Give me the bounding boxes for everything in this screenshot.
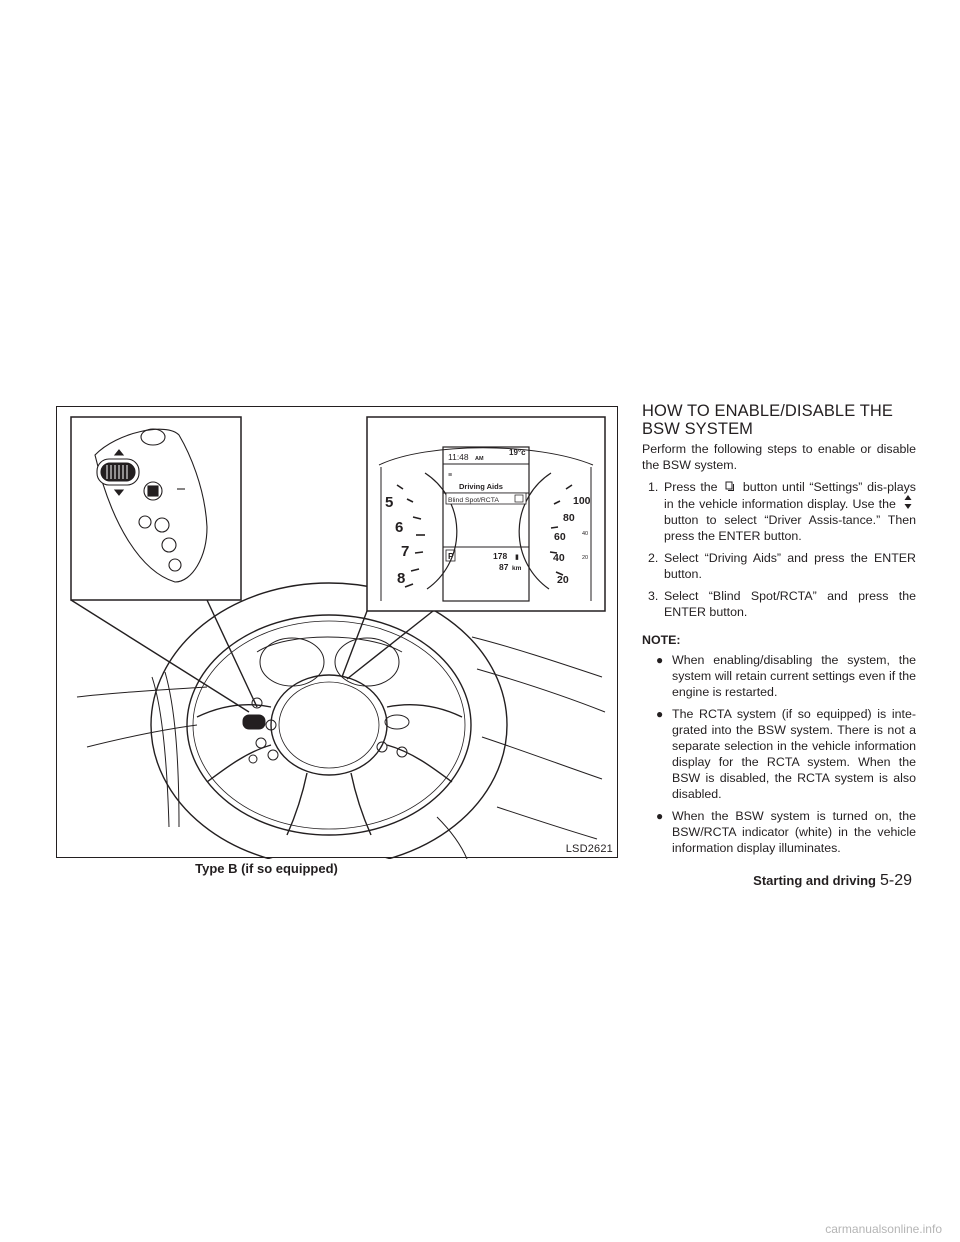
note-item: ● When enabling/disabling the system, th… [656,653,916,699]
bullet-icon: ● [656,707,664,721]
speed-label: 100 [573,495,591,507]
display-odo-top: 178 [493,551,507,561]
display-menu-icon: ≡ [448,472,452,479]
step-item: 2. Select “Driving Aids” and press the E… [648,551,916,581]
speed-label: 20 [557,574,569,586]
display-odo-unit: km [512,565,522,572]
display-time: 11:48 [448,452,469,462]
tach-label: 6 [395,519,403,536]
display-gear: P [448,551,454,561]
intro-paragraph: Perform the following steps to enable or… [642,442,916,472]
step-item: 1. Press the button until “Settings” dis… [648,480,916,543]
steps-list: 1. Press the button until “Settings” dis… [642,479,916,620]
note-item: ● When the BSW system is turned on, the … [656,809,916,855]
notes-list: ● When enabling/disabling the system, th… [642,652,916,856]
tach-label: 5 [385,494,393,511]
bullet-icon: ● [656,809,664,823]
section-title: HOW TO ENABLE/DISABLE THE BSW SYSTEM [642,402,893,438]
watermark: carmanualsonline.info [825,1222,942,1236]
bullet-icon: ● [656,653,664,667]
speed-label: 40 [553,552,565,564]
illustration-figure: 5 6 7 8 100 80 60 40 20 40 20 11:48 AM 1… [56,406,618,859]
note-label: NOTE: [642,633,681,647]
tach-label: 7 [401,543,409,560]
speed-minor-label: 20 [582,555,588,561]
display-menu-button-icon [725,481,735,491]
figure-caption: Type B (if so equipped) [195,861,338,876]
tach-label: 8 [397,570,405,587]
text-column: HOW TO ENABLE/DISABLE THE BSW SYSTEM Per… [642,402,916,862]
figure-code: LSD2621 [565,843,613,855]
fuel-pump-icon: ▮ [515,554,519,561]
step-item: 3. Select “Blind Spot/RCTA” and press th… [648,589,916,619]
display-menu-title: Driving Aids [459,482,503,491]
gear-indicator-box [445,549,456,562]
speed-label: 80 [563,512,575,524]
display-temp: 19°c [509,448,526,457]
up-down-arrow-icon [904,495,912,509]
page-number: 5-29 [879,872,912,889]
display-menu-item: Blind Spot/RCTA [448,497,499,504]
display-ampm: AM [475,456,484,462]
speed-label: 60 [554,531,566,543]
note-item: ● The RCTA system (if so equipped) is in… [656,707,916,801]
display-selection-box [445,492,527,505]
check-box-icon [514,494,524,503]
steering-wheel-illustration: 5 6 7 8 100 80 60 40 20 40 20 11:48 AM 1… [70,416,606,859]
footer-section: Starting and driving [753,873,876,888]
speed-minor-label: 40 [582,531,588,537]
display-odo-bottom: 87 [499,562,509,572]
